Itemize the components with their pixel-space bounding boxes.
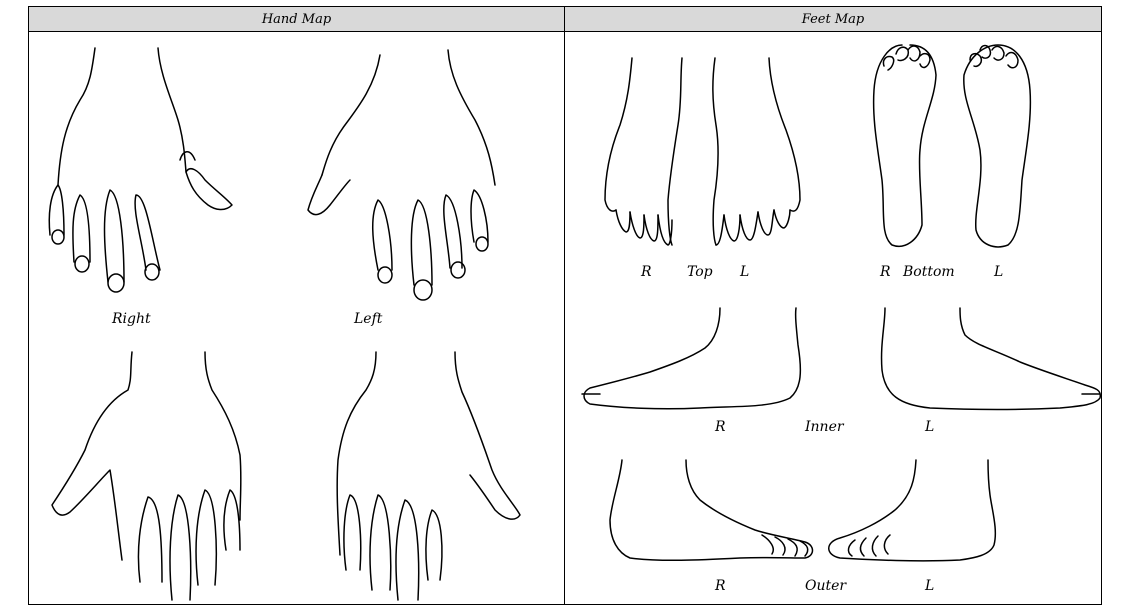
feet-bottom-drawing [874,45,1031,247]
feet-inner-drawing [582,308,1100,410]
feet-bottom-label-l: L [994,264,1003,280]
feet-outer-label-r: R [715,578,726,594]
right-hand-palm-drawing [52,352,241,600]
feet-top-label-l: L [740,264,749,280]
left-hand-back-drawing [308,50,495,300]
feet-outer-label-l: L [925,578,934,594]
feet-top-drawing [605,58,800,245]
feet-outer-drawing [610,460,995,561]
feet-bottom-label-r: R [880,264,891,280]
hand-label-right: Right [112,311,151,327]
feet-outer-label-name: Outer [805,578,846,594]
feet-top-label-name: Top [687,264,713,280]
feet-inner-label-r: R [715,419,726,435]
right-hand-back-drawing [49,48,232,292]
feet-inner-label-l: L [925,419,934,435]
feet-top-label-r: R [641,264,652,280]
feet-bottom-label-name: Bottom [903,264,955,280]
left-hand-palm-drawing [337,352,520,600]
feet-inner-label-name: Inner [805,419,844,435]
hand-label-left: Left [354,311,382,327]
